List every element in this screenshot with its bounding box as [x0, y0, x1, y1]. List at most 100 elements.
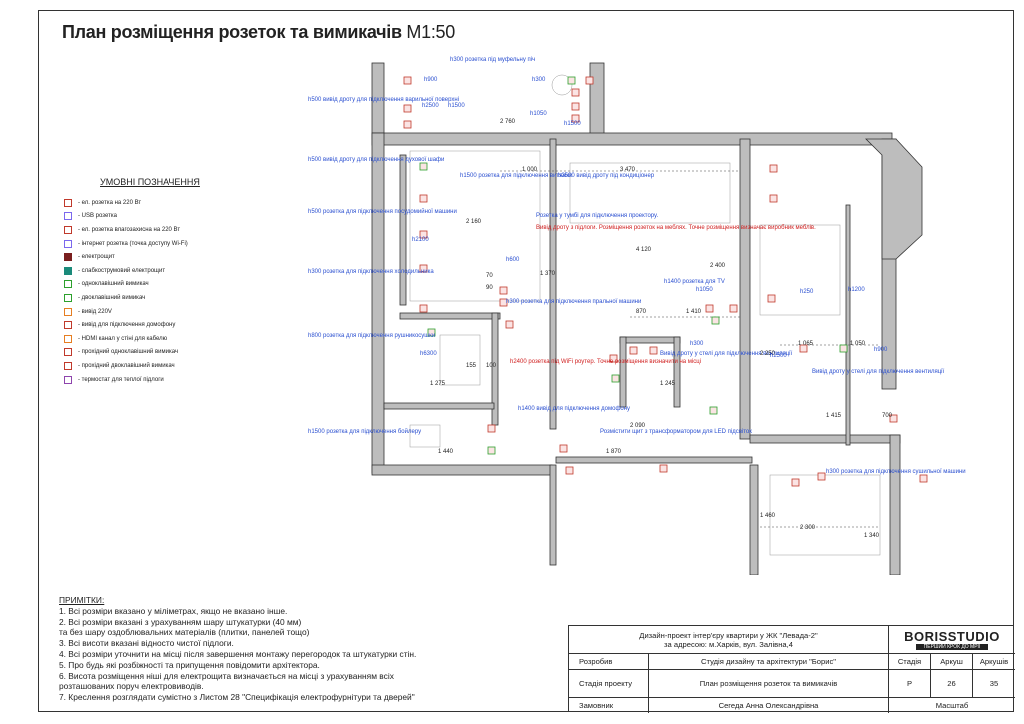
socket-icon — [889, 414, 898, 423]
dim-1460: 1 460 — [760, 513, 776, 519]
page-title: План розміщення розеток та вимикачів М1:… — [62, 22, 455, 43]
col-stage: Стадія — [889, 654, 931, 670]
socket-icon — [769, 164, 778, 173]
legend-item: - ел. розетка влагозахисна на 220 Вт — [64, 223, 188, 237]
dim-870: 870 — [636, 309, 647, 315]
label-fridge: h300 розетка для підключення холодильник… — [308, 269, 434, 275]
note-line: 6. Висота розміщення ніші для електрощит… — [59, 670, 394, 681]
dim-3470: 3 470 — [620, 167, 636, 173]
socket-icon — [499, 286, 508, 295]
legend-symbol-icon — [64, 375, 72, 384]
label-dryer: h300 розетка для підключення сушильної м… — [826, 469, 966, 475]
height-tag: h2100 — [412, 237, 429, 243]
legend-item: - прохідний одноклавішний вимикач — [64, 346, 188, 360]
legend-item: - двоклавішний вимикач — [64, 291, 188, 305]
socket-icon — [769, 194, 778, 203]
legend-item: - HDMI канал у стіні для кабелю — [64, 332, 188, 346]
legend-symbol-icon — [64, 198, 72, 207]
dim-1415: 1 415 — [826, 413, 842, 419]
legend-heading: УМОВНІ ПОЗНАЧЕННЯ — [100, 177, 200, 187]
title-block: Дизайн-проект інтер'єру квартири у ЖК "Л… — [568, 625, 1015, 713]
dim-1440: 1 440 — [438, 449, 454, 455]
legend-symbol-icon — [64, 293, 72, 302]
col-sheet: Аркуш — [931, 654, 973, 670]
socket-icon — [559, 444, 568, 453]
legend-item: - USB розетка — [64, 210, 188, 224]
legend-label: - ел. розетка влагозахисна на 220 Вт — [78, 226, 181, 233]
height-tag: h1200 — [848, 287, 865, 293]
socket-icon — [817, 472, 826, 481]
legend-label: - електрощит — [78, 254, 115, 261]
height-tag: h250 — [800, 289, 814, 295]
height-tag: h2500 — [422, 103, 439, 109]
socket-icon — [585, 76, 594, 85]
label-intercom: h1400 вивід для підключення домофону — [518, 406, 630, 412]
height-tag: h300 — [532, 77, 546, 83]
legend-label: - ел. розетка на 220 Вт — [78, 199, 142, 206]
note-line: 1. Всі розміри вказано у міліметрах, якщ… — [59, 605, 288, 616]
socket-icon — [571, 88, 580, 97]
socket-icon — [711, 316, 720, 325]
height-tag: h6300 — [420, 351, 437, 357]
note-line: 4. Всі розміри уточнити на місці після з… — [59, 648, 417, 659]
label-vent-2: Вивід дроту у стелі для підключення вент… — [812, 369, 945, 375]
label-tv: h1400 розетка для TV — [664, 279, 725, 285]
legend-item: - інтернет розетка (точка доступу Wi-Fi) — [64, 237, 188, 251]
legend-symbol-icon — [64, 239, 72, 248]
dim-4120: 4 120 — [636, 247, 652, 253]
socket-icon — [419, 230, 428, 239]
height-tag: h1050 — [696, 287, 713, 293]
legend-label: - інтернет розетка (точка доступу Wi-Fi) — [78, 240, 188, 247]
socket-icon — [571, 102, 580, 111]
dim-2400: 2 400 — [710, 263, 726, 269]
note-line: розташованих поруч електровиводів. — [59, 681, 204, 692]
walls — [371, 62, 901, 575]
socket-icon — [565, 466, 574, 475]
logo: BORISSTUDIO ПЕРШИЙ КРОК ДО МРІЇ — [889, 626, 1015, 654]
project-cell: Дизайн-проект інтер'єру квартири у ЖК "Л… — [569, 626, 889, 654]
dim-2090: 2 090 — [630, 423, 646, 429]
label-led: Розмістити щит з трансформатором для LED… — [600, 429, 752, 435]
socket-icon — [499, 298, 508, 307]
socket-icon — [709, 406, 718, 415]
height-tag: h900 — [424, 77, 438, 83]
legend-label: - HDMI канал у стіні для кабелю — [78, 335, 168, 342]
dim-700: 700 — [882, 413, 893, 419]
socket-icon — [609, 354, 618, 363]
label-dishwasher: h500 розетка для підключення посудомийно… — [308, 208, 457, 215]
socket-icon — [487, 424, 496, 433]
height-tag: h2500 — [770, 353, 787, 359]
project-name: Дизайн-проект інтер'єру квартири у ЖК "Л… — [639, 630, 818, 640]
socket-icon — [767, 294, 776, 303]
socket-icon — [791, 478, 800, 487]
legend-item: - прохідний двоклавішний вимикач — [64, 359, 188, 373]
title-main: План розміщення розеток та вимикачів — [62, 22, 402, 42]
legend-symbol-icon — [64, 212, 72, 221]
socket-icon — [571, 114, 580, 123]
socket-icon — [427, 328, 436, 337]
stage-label: Стадія проекту — [569, 670, 649, 698]
notes-heading: ПРИМІТКИ: — [59, 595, 105, 605]
dim-1245: 1 245 — [660, 381, 676, 387]
socket-icon — [505, 320, 514, 329]
notes-lines: 1. Всі розміри вказано у міліметрах, якщ… — [59, 606, 559, 703]
dim-155: 155 — [466, 363, 477, 369]
legend-item: - слабкострумовий електрощит — [64, 264, 188, 278]
legend-item: - термостат для теплої підлоги — [64, 373, 188, 387]
val-stage: Р — [889, 670, 931, 698]
dim-2160: 2 160 — [466, 219, 482, 225]
dim-1340: 1 340 — [864, 533, 880, 539]
plan-annotations: h300 розетка під муфельну піч h500 вивід… — [308, 57, 966, 475]
val-sheets: 35 — [973, 670, 1015, 698]
label-ac: h2500 вивід дроту під кондиціонер — [558, 173, 655, 179]
label-wifi: h2400 розетка під WiFi роутер. Точне роз… — [510, 359, 701, 365]
dimensions: 2 760 1 000 3 470 2 160 4 120 2 400 1 41… — [430, 119, 893, 539]
legend: - ел. розетка на 220 Вт - USB розетка - ел… — [64, 196, 188, 386]
socket-icon — [419, 194, 428, 203]
socket-icon — [419, 264, 428, 273]
customer-value: Сегеда Анна Олександрівна — [649, 698, 889, 713]
dim-1065: 1 065 — [798, 341, 814, 347]
label-hood: h1500 розетка для підключення витяжки — [460, 173, 572, 179]
legend-label: - вивід для підключення домофону — [78, 322, 176, 329]
